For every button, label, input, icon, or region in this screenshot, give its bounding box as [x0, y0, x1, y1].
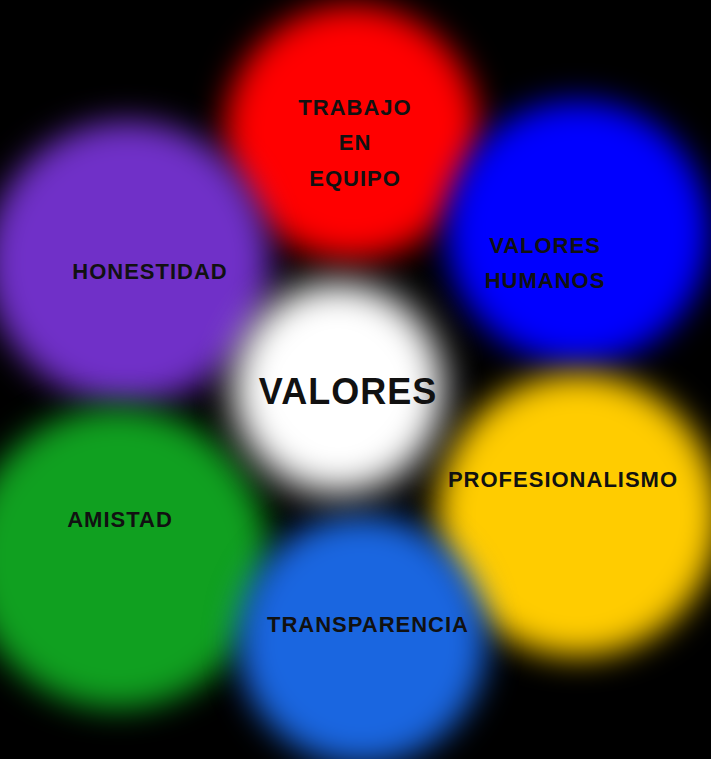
petal-blue — [438, 92, 711, 372]
petal-light-blue-fill — [238, 516, 486, 759]
petal-purple-fill — [0, 121, 269, 403]
petal-node: AMISTAD — [0, 398, 278, 718]
value-label: PROFESIONALISMO — [448, 462, 678, 497]
value-label: TRANSPARENCIA — [267, 607, 469, 642]
petal-blue-fill — [446, 100, 709, 363]
petal-node: TRANSPARENCIA — [230, 508, 494, 759]
value-label: HONESTIDAD — [72, 254, 227, 289]
petal-green — [0, 398, 278, 718]
petal-red-fill — [225, 5, 479, 259]
center-circle-fill — [233, 283, 444, 494]
petal-node: VALORES HUMANOS — [438, 92, 711, 372]
value-label: VALORES HUMANOS — [485, 228, 606, 298]
value-label: AMISTAD — [67, 502, 173, 537]
center-label: VALORES — [259, 363, 437, 421]
value-label: TRABAJO EN EQUIPO — [298, 90, 411, 196]
center-node: VALORES — [226, 276, 450, 500]
petal-green-fill — [0, 408, 268, 709]
